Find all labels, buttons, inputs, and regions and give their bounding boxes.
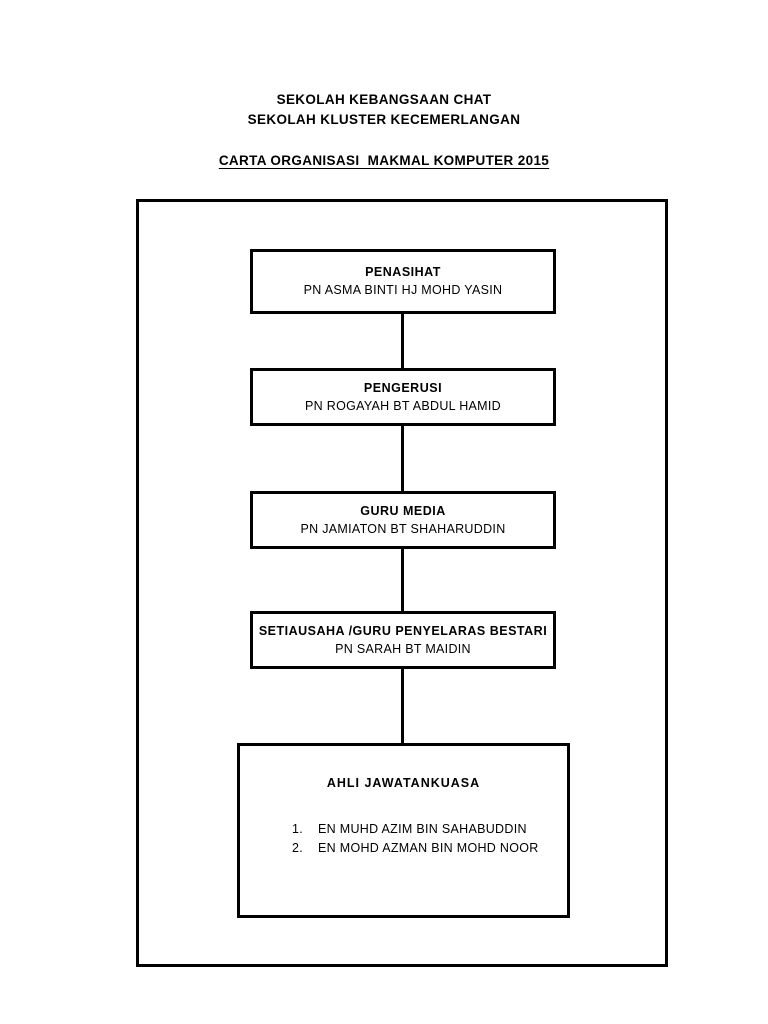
connector-line-2 (401, 426, 404, 491)
chart-title: CARTA ORGANISASI MAKMAL KOMPUTER 2015 (0, 152, 768, 170)
list-item-label: EN MOHD AZMAN BIN MOHD NOOR (318, 841, 539, 855)
org-node-person: PN SARAH BT MAIDIN (335, 641, 471, 656)
committee-member-list: 1. EN MUHD AZIM BIN SAHABUDDIN 2. EN MOH… (240, 820, 567, 858)
chart-title-text: CARTA ORGANISASI MAKMAL KOMPUTER 2015 (218, 153, 550, 168)
list-item-number: 1. (292, 822, 304, 836)
list-item-number: 2. (292, 841, 304, 855)
org-node-person: PN ROGAYAH BT ABDUL HAMID (305, 398, 501, 413)
org-node-person: PN JAMIATON BT SHAHARUDDIN (300, 521, 506, 536)
org-node-guru-media: GURU MEDIA PN JAMIATON BT SHAHARUDDIN (250, 491, 556, 549)
org-node-person: PN ASMA BINTI HJ MOHD YASIN (303, 283, 503, 297)
org-node-setiausaha: SETIAUSAHA /GURU PENYELARAS BESTARI PN S… (250, 611, 556, 669)
org-node-pengerusi: PENGERUSI PN ROGAYAH BT ABDUL HAMID (250, 368, 556, 426)
school-name-line-2: SEKOLAH KLUSTER KECEMERLANGAN (247, 112, 521, 127)
org-node-role: GURU MEDIA (360, 503, 446, 518)
org-node-role: SETIAUSAHA /GURU PENYELARAS BESTARI (258, 623, 548, 638)
connector-line-3 (401, 549, 404, 611)
org-node-role: PENASIHAT (365, 265, 441, 279)
connector-line-4 (401, 669, 404, 743)
org-node-penasihat: PENASIHAT PN ASMA BINTI HJ MOHD YASIN (250, 249, 556, 314)
connector-line-1 (401, 314, 404, 368)
list-item: 1. EN MUHD AZIM BIN SAHABUDDIN (292, 820, 567, 839)
list-item: 2. EN MOHD AZMAN BIN MOHD NOOR (292, 839, 567, 858)
committee-title: AHLI JAWATANKUASA (326, 776, 481, 790)
org-node-role: PENGERUSI (363, 380, 443, 395)
org-node-ahli-jawatankuasa: AHLI JAWATANKUASA 1. EN MUHD AZIM BIN SA… (237, 743, 570, 918)
org-chart-frame: PENASIHAT PN ASMA BINTI HJ MOHD YASIN PE… (136, 199, 668, 967)
list-item-label: EN MUHD AZIM BIN SAHABUDDIN (318, 822, 527, 836)
school-heading: SEKOLAH KEBANGSAAN CHAT SEKOLAH KLUSTER … (0, 90, 768, 130)
school-name-line-1: SEKOLAH KEBANGSAAN CHAT (276, 92, 492, 107)
